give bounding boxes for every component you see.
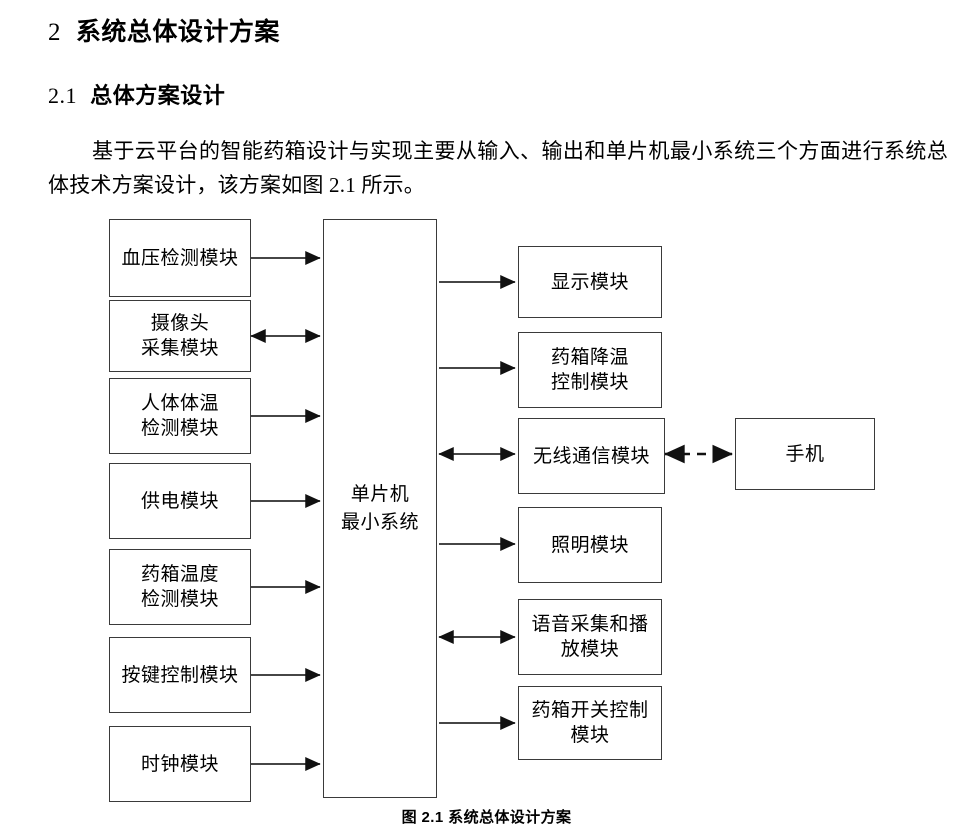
diagram-node-phone[interactable]: 手机 — [735, 418, 875, 490]
diagram-node-box-switch[interactable]: 药箱开关控制 模块 — [518, 686, 662, 760]
diagram-node-blood-pressure[interactable]: 血压检测模块 — [109, 219, 251, 297]
diagram-node-mcu[interactable]: 单片机 最小系统 — [323, 219, 437, 798]
section-heading-2: 2.1 总体方案设计 — [48, 78, 225, 110]
diagram-node-power-supply[interactable]: 供电模块 — [109, 463, 251, 539]
diagram-node-clock[interactable]: 时钟模块 — [109, 726, 251, 802]
section-heading-2-text: 总体方案设计 — [90, 83, 226, 108]
section-heading-1: 2 系统总体设计方案 — [48, 12, 280, 48]
diagram-node-key-control[interactable]: 按键控制模块 — [109, 637, 251, 713]
diagram-node-lighting[interactable]: 照明模块 — [518, 507, 662, 583]
diagram-node-voice[interactable]: 语音采集和播 放模块 — [518, 599, 662, 675]
section-heading-1-number: 2 — [48, 19, 61, 46]
diagram-node-body-temperature[interactable]: 人体体温 检测模块 — [109, 378, 251, 454]
system-block-diagram: 单片机 最小系统 血压检测模块 摄像头 采集模块 人体体温 检测模块 供电模块 … — [0, 210, 973, 805]
diagram-connectors — [250, 250, 733, 772]
section-heading-2-number: 2.1 — [48, 83, 77, 108]
diagram-node-display[interactable]: 显示模块 — [518, 246, 662, 318]
diagram-node-box-temperature[interactable]: 药箱温度 检测模块 — [109, 549, 251, 625]
body-paragraph: 基于云平台的智能药箱设计与实现主要从输入、输出和单片机最小系统三个方面进行系统总… — [48, 139, 948, 197]
diagram-node-wireless[interactable]: 无线通信模块 — [518, 418, 665, 494]
section-heading-1-text: 系统总体设计方案 — [75, 18, 280, 46]
diagram-node-camera[interactable]: 摄像头 采集模块 — [109, 300, 251, 372]
diagram-node-cooling-control[interactable]: 药箱降温 控制模块 — [518, 332, 662, 408]
figure-caption: 图 2.1 系统总体设计方案 — [401, 809, 572, 826]
